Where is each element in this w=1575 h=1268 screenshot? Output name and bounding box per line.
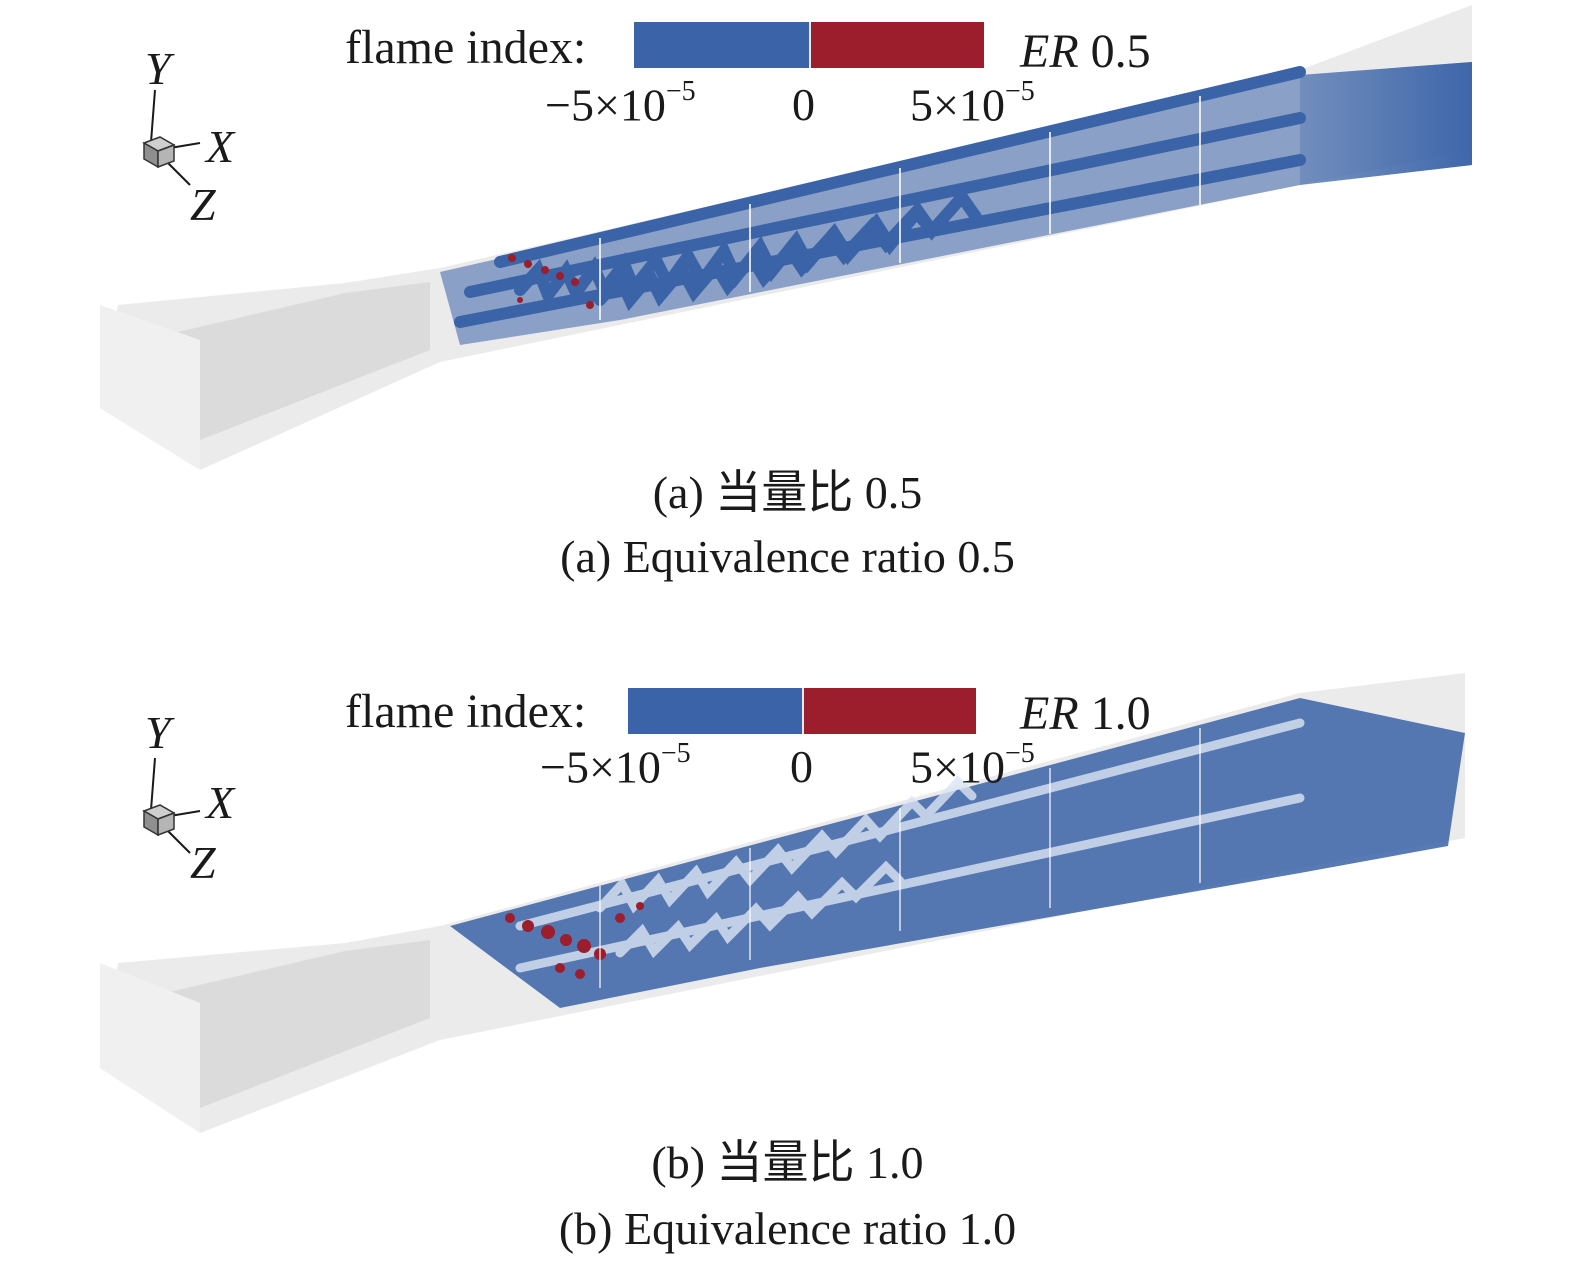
colorbar-positive bbox=[804, 688, 976, 734]
colorbar-negative bbox=[628, 688, 802, 734]
tick-zero: 0 bbox=[790, 741, 813, 792]
tick-negative: −5×10−5 bbox=[545, 76, 696, 131]
inlet-duct-face bbox=[100, 963, 200, 1133]
flame-positive-patches-a bbox=[508, 254, 594, 309]
axis-triad-b bbox=[142, 757, 201, 854]
flame-structures-b bbox=[515, 718, 1305, 973]
figure-panel-a: Y X Z flame index: −5×10−5 0 5×10−5 ER 0… bbox=[0, 0, 1575, 620]
caption-cn: (b) 当量比 1.0 bbox=[651, 1137, 924, 1188]
combustor-flame-render-b bbox=[100, 673, 1465, 1133]
colorbar-negative bbox=[634, 22, 809, 68]
flame-exit-plane bbox=[1300, 62, 1472, 185]
combustor-flame-render-a bbox=[100, 5, 1472, 470]
colorbar bbox=[628, 688, 976, 734]
inlet-duct-inner bbox=[165, 282, 430, 440]
flame-positive-patches-b bbox=[505, 902, 644, 979]
legend-title: flame index: bbox=[345, 21, 587, 74]
axis-label-x: X bbox=[206, 121, 235, 172]
tick-negative: −5×10−5 bbox=[540, 738, 691, 793]
axis-triad-a bbox=[142, 89, 201, 186]
inlet-duct-face bbox=[100, 305, 200, 470]
axis-label-x: X bbox=[206, 777, 235, 828]
axis-label-z: Z bbox=[190, 179, 216, 230]
caption-cn: (a) 当量比 0.5 bbox=[652, 467, 923, 518]
caption-en: (a) Equivalence ratio 0.5 bbox=[560, 531, 1015, 582]
er-label: ER 0.5 bbox=[1020, 25, 1151, 78]
tick-positive: 5×10−5 bbox=[910, 738, 1035, 793]
tick-zero: 0 bbox=[792, 79, 815, 130]
colorbar bbox=[634, 22, 984, 68]
caption-en: (b) Equivalence ratio 1.0 bbox=[558, 1203, 1017, 1254]
axis-label-y: Y bbox=[145, 43, 171, 94]
colorbar-positive bbox=[811, 22, 984, 68]
er-label: ER 1.0 bbox=[1020, 687, 1151, 740]
legend-title: flame index: bbox=[345, 685, 587, 738]
figure-panel-b: Y X Z flame index: −5×10−5 0 5×10−5 ER 1… bbox=[0, 668, 1575, 1268]
axis-label-y: Y bbox=[145, 707, 171, 758]
tick-positive: 5×10−5 bbox=[910, 76, 1035, 131]
section-planes-b bbox=[599, 728, 1201, 988]
section-planes-a bbox=[599, 96, 1201, 320]
inlet-duct-inner bbox=[165, 940, 430, 1108]
axis-label-z: Z bbox=[190, 837, 216, 888]
